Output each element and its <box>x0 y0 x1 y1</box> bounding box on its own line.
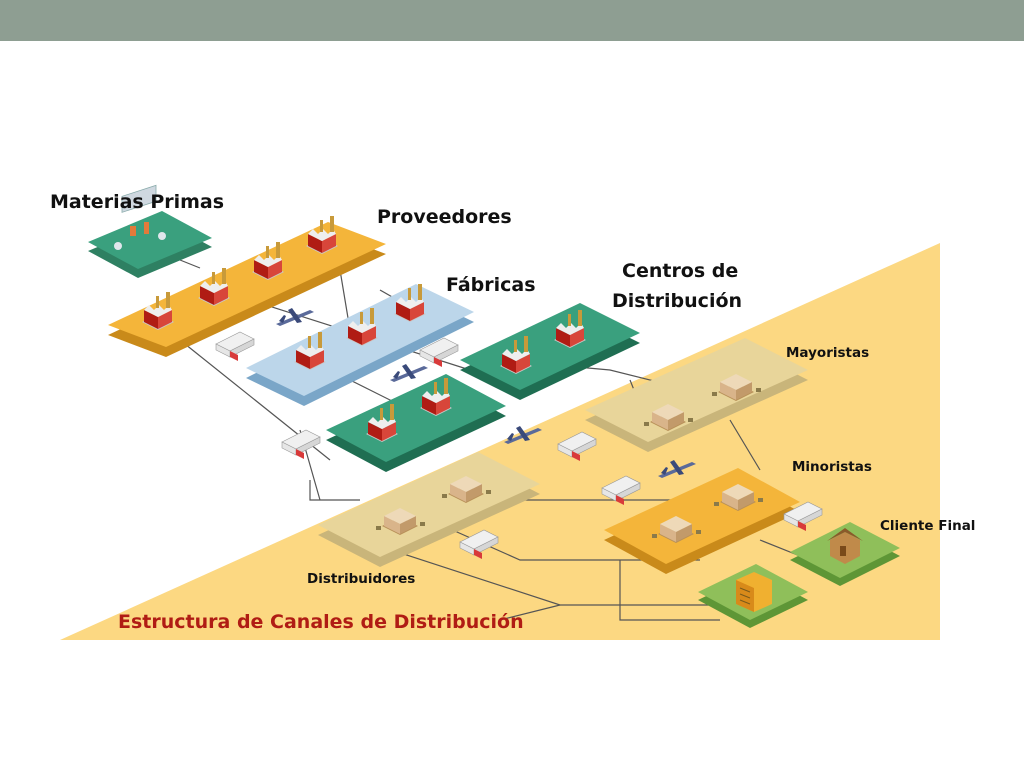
raw-materials-platform <box>88 184 212 278</box>
end-customer-label: Cliente Final <box>880 518 975 534</box>
diagram-title: Estructura de Canales de Distribución <box>118 611 524 633</box>
factory-icon <box>142 292 174 330</box>
wholesalers-label: Mayoristas <box>786 345 869 361</box>
office-building-icon <box>736 572 772 612</box>
truck-icon <box>215 331 255 362</box>
end-customer-platform <box>790 522 900 586</box>
factories-label: Fábricas <box>446 274 536 296</box>
retailers-label: Minoristas <box>792 459 872 475</box>
distribution-centers-platform-lower <box>326 374 506 472</box>
retailers-platform <box>604 468 800 574</box>
office-customer-platform <box>698 564 808 628</box>
distributors-platform <box>318 452 540 567</box>
factory-icon <box>198 268 230 306</box>
suppliers-platform <box>108 216 386 357</box>
factory-icon <box>420 378 452 416</box>
distribution-centers-platform-upper <box>460 303 640 400</box>
distribution-centers-label-line1: Centros de <box>622 260 738 282</box>
factory-icon <box>294 332 326 370</box>
factory-icon <box>346 308 378 346</box>
distributors-label: Distribuidores <box>307 571 415 587</box>
distribution-centers-label-line2: Distribución <box>612 290 742 312</box>
house-icon <box>827 528 863 564</box>
factory-icon <box>252 242 284 280</box>
airplane-icon <box>390 364 428 382</box>
factories-platform <box>246 284 474 406</box>
factory-icon <box>394 284 426 322</box>
wholesalers-platform <box>585 338 808 452</box>
suppliers-label: Proveedores <box>377 206 512 228</box>
factory-icon <box>306 216 338 254</box>
truck-icon <box>281 429 321 460</box>
raw-materials-label: Materias Primas <box>50 191 224 213</box>
raw-materials-plant-icon <box>114 184 166 250</box>
top-bar <box>0 0 1024 41</box>
